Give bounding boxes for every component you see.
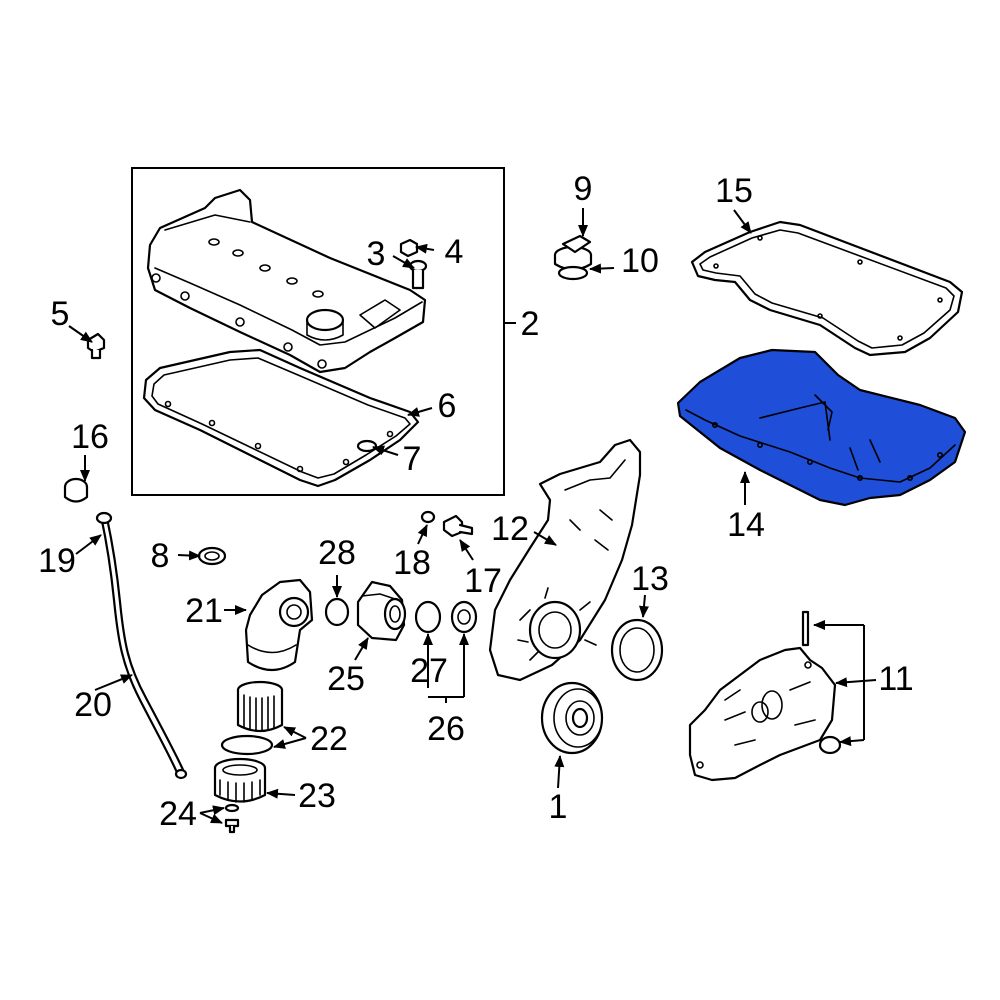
callout-19: 19 (38, 542, 76, 580)
seal-ring-26[interactable] (450, 600, 478, 634)
callout-13: 13 (631, 560, 669, 598)
filler-cap-seal[interactable] (557, 265, 589, 281)
oil-pan-gasket[interactable] (690, 220, 964, 357)
callout-21: 21 (185, 592, 223, 630)
callout-14: 14 (727, 506, 765, 544)
filter-cap[interactable] (213, 757, 267, 803)
seal-18[interactable] (420, 510, 436, 524)
callout-26: 26 (427, 710, 465, 748)
dipstick-tube[interactable] (99, 514, 188, 780)
leader-lines (68, 208, 877, 824)
callout-5: 5 (51, 295, 70, 333)
callout-22: 22 (310, 720, 348, 758)
callout-24: 24 (159, 795, 197, 833)
timing-cover[interactable] (488, 438, 642, 682)
callout-28: 28 (318, 534, 356, 572)
callout-25: 25 (327, 660, 365, 698)
seal-ring[interactable] (356, 439, 378, 453)
oil-filler-cap[interactable] (553, 234, 593, 271)
callout-27: 27 (410, 652, 448, 690)
callout-12: 12 (491, 510, 529, 548)
oil-pump-housing[interactable] (688, 610, 837, 782)
valve-cover-group-box (131, 167, 505, 496)
crankshaft-seal[interactable] (610, 618, 664, 682)
oil-cooler-adapter[interactable] (356, 580, 407, 642)
valve-cover[interactable] (146, 188, 427, 374)
callout-2: 2 (521, 305, 540, 343)
callout-9: 9 (574, 170, 593, 208)
callout-15: 15 (715, 172, 753, 210)
callout-23: 23 (298, 777, 336, 815)
callout-10: 10 (621, 242, 659, 280)
oil-filter-element[interactable] (236, 680, 284, 733)
valve-cover-gasket[interactable] (142, 348, 420, 488)
callout-4: 4 (445, 233, 464, 271)
pump-seal[interactable] (818, 735, 842, 755)
callout-7: 7 (403, 440, 422, 478)
filter-o-ring[interactable] (220, 734, 274, 756)
cover-bolt[interactable] (408, 259, 428, 290)
dipstick[interactable] (95, 511, 113, 525)
stud-bolt[interactable] (86, 332, 106, 360)
seal[interactable] (197, 546, 227, 566)
oil-filter-housing[interactable] (244, 578, 314, 672)
oil-pan[interactable] (676, 348, 967, 507)
callout-labels: 1 2 3 4 5 6 7 8 9 10 11 12 13 14 15 16 1… (38, 170, 914, 833)
sensor-17[interactable] (442, 514, 474, 538)
callout-6: 6 (438, 387, 457, 425)
callout-1: 1 (549, 788, 568, 826)
callout-16: 16 (71, 418, 109, 456)
seal-ring-27[interactable] (414, 600, 442, 634)
oil-plug[interactable] (63, 477, 89, 503)
callout-18: 18 (393, 544, 431, 582)
crankshaft-pulley[interactable] (540, 681, 604, 755)
callout-17: 17 (464, 562, 502, 600)
o-ring-small[interactable] (324, 597, 350, 627)
callout-11: 11 (878, 660, 913, 698)
drain-plug[interactable] (224, 803, 240, 834)
cover-nut[interactable] (399, 238, 419, 258)
callout-3: 3 (367, 235, 386, 273)
callout-8: 8 (151, 537, 170, 575)
callout-20: 20 (74, 686, 112, 724)
